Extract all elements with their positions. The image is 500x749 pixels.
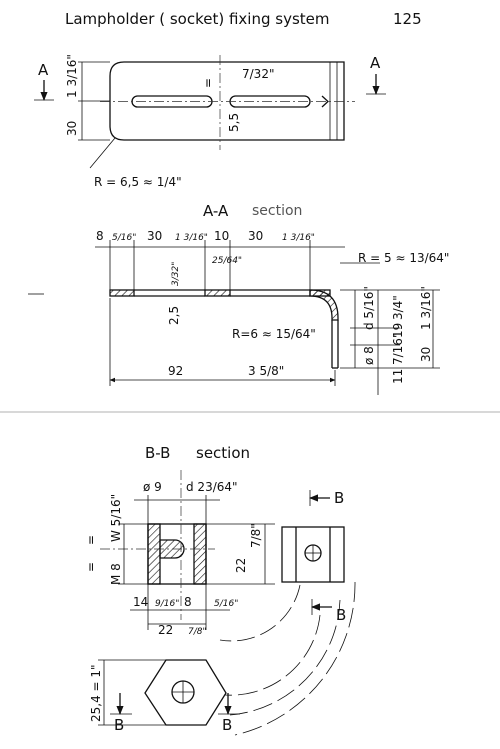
section-mark-a-left: A: [38, 61, 49, 79]
dim-mid-mark: =: [201, 78, 215, 88]
page-number: 125: [393, 10, 422, 28]
section-bb-title: B-B: [145, 444, 170, 462]
section-aa-profile: [28, 240, 440, 395]
top-view: [78, 55, 355, 150]
section-bb-title-suffix: section: [196, 444, 250, 462]
section-mark-a-right: A: [370, 54, 381, 72]
bb-dim-7-8-bottom: 7/8": [188, 627, 207, 637]
section-mark-b-bl: B: [114, 716, 124, 734]
aa-dim-5-16: 5/16": [112, 233, 136, 243]
aa-thickness-mm: 2,5: [167, 306, 181, 325]
bb-hex-view: [98, 659, 240, 726]
bb-dim-eq-bottom: =: [84, 562, 98, 572]
aa-dim-8: 8: [96, 229, 104, 243]
aa-dim-3-4: 3/4": [391, 295, 405, 320]
aa-dim-25-64: 25/64": [212, 256, 242, 266]
bb-dim-eq-top: =: [84, 535, 98, 545]
aa-dim-30a: 30: [147, 229, 162, 243]
aa-thickness-inch: 3/32": [171, 262, 181, 286]
bb-dim-d23-64: d 23/64": [186, 480, 238, 494]
dim-height-mm: 30: [65, 121, 79, 136]
aa-dim-1-3-16a: 1 3/16": [175, 233, 208, 243]
aa-dim-d5-16: d 5/16": [362, 286, 376, 330]
aa-dim-1-3-16b: 1 3/16": [282, 233, 315, 243]
bb-side-view: [281, 526, 345, 583]
aa-dim-11: 11: [391, 369, 405, 384]
bb-dim-14: 14: [133, 595, 148, 609]
bb-dim-9-16: 9/16": [155, 599, 179, 609]
aa-dim-3-5-8: 3 5/8": [248, 364, 284, 378]
aa-dim-30b: 30: [248, 229, 263, 243]
bb-arcs: [219, 581, 356, 736]
bb-block-section: [100, 470, 275, 630]
bb-dim-m8: M 8: [109, 563, 123, 585]
aa-dim-19: 19: [391, 323, 405, 338]
aa-dim-dia8: ø 8: [362, 346, 376, 365]
section-mark-b-br: B: [222, 716, 232, 734]
dim-slot-inch: 7/32": [242, 67, 274, 81]
section-aa-title: A-A: [203, 202, 229, 220]
aa-dim-7-16: 7/16": [391, 333, 405, 365]
bb-dim-5-16: 5/16": [214, 599, 238, 609]
aa-dim-30: 30: [419, 347, 433, 362]
dim-slot-mm: 5,5: [227, 113, 241, 132]
bb-dim-8: 8: [184, 595, 192, 609]
bb-dim-dia9: ø 9: [143, 480, 162, 494]
dim-height-inch: 1 3/16": [65, 54, 79, 98]
aa-dim-92: 92: [168, 364, 183, 378]
section-mark-b-mid: B: [336, 606, 346, 624]
bb-dim-7-8: 7/8": [249, 523, 263, 548]
aa-dim-10: 10: [214, 229, 229, 243]
bb-hex-dim: 25,4 = 1": [89, 664, 103, 722]
radius-note: R = 6,5 ≈ 1/4": [94, 175, 182, 189]
aa-radius-outer: R = 5 ≈ 13/64": [358, 251, 449, 265]
section-aa-title-suffix: section: [252, 203, 302, 219]
page-title: Lampholder ( socket) fixing system: [65, 10, 329, 28]
aa-dim-1-3-16: 1 3/16": [419, 286, 433, 330]
section-mark-b-top: B: [334, 489, 344, 507]
aa-radius-inner: R=6 ≈ 15/64": [232, 327, 316, 341]
bb-dim-w5-16: W 5/16": [109, 494, 123, 542]
bb-dim-22-bottom: 22: [158, 623, 173, 637]
bb-dim-22: 22: [234, 558, 248, 573]
